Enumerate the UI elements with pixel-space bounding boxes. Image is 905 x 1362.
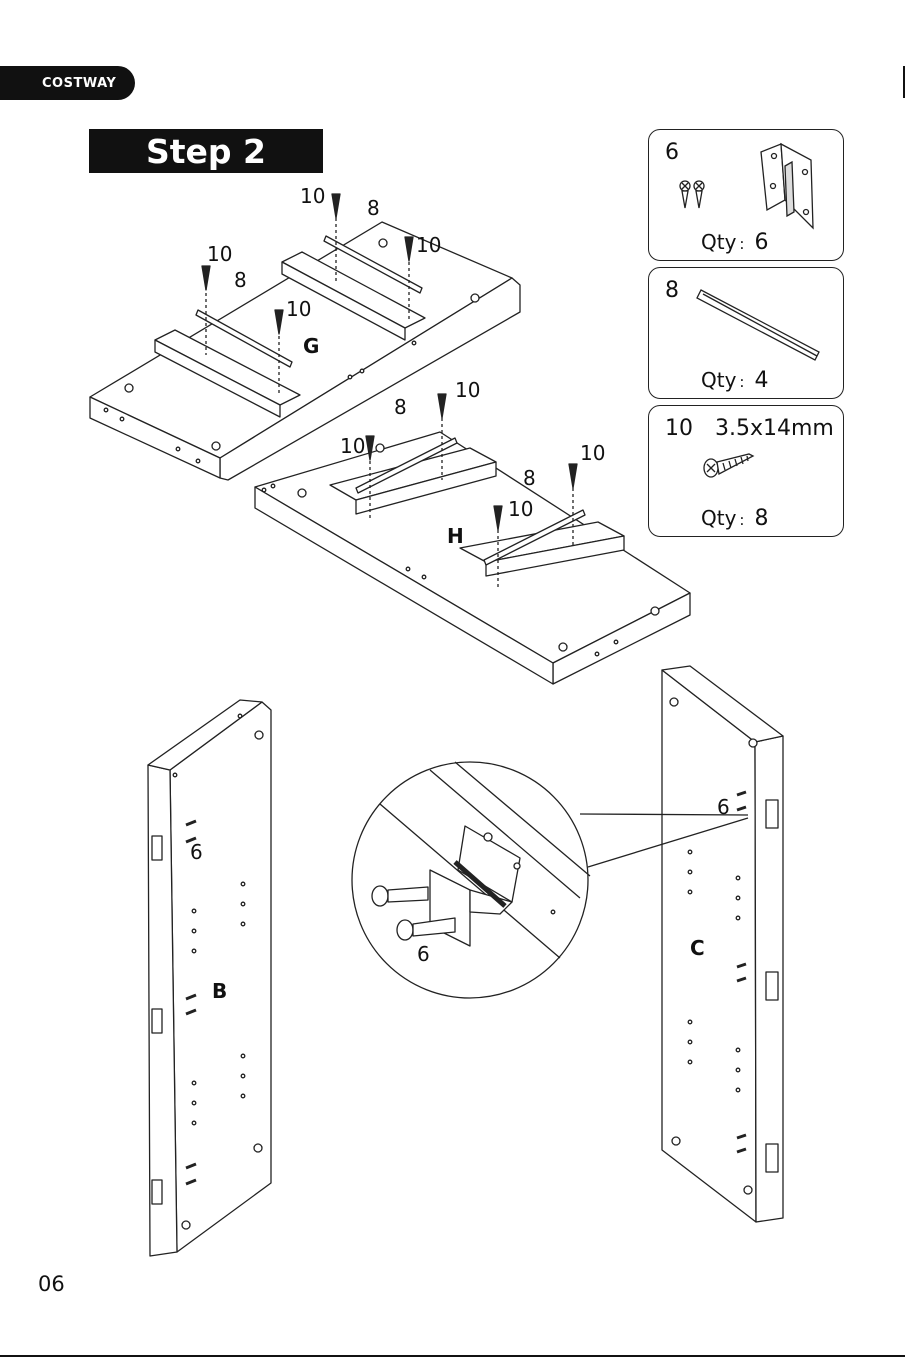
- callout-screw-g2: 10: [416, 233, 441, 257]
- callout-rail-g2: 8: [234, 268, 247, 292]
- panel-label-h: H: [447, 524, 464, 548]
- callout-screw-g3: 10: [207, 242, 232, 266]
- page-number: 06: [38, 1272, 65, 1296]
- callout-screw-h1: 10: [455, 378, 480, 402]
- callout-screw-g4: 10: [286, 297, 311, 321]
- panel-label-b: B: [212, 979, 227, 1003]
- callout-hinge-detail: 6: [417, 942, 430, 966]
- panel-h: [255, 432, 690, 684]
- panel-c: [662, 666, 783, 1222]
- callout-screw-g1: 10: [300, 184, 325, 208]
- bottom-rule: [0, 1355, 905, 1357]
- callout-screw-h2: 10: [340, 434, 365, 458]
- callout-hinge-b: 6: [190, 840, 203, 864]
- callout-screw-h3: 10: [580, 441, 605, 465]
- callout-rail-h2: 8: [523, 466, 536, 490]
- callout-rail-g1: 8: [367, 196, 380, 220]
- callout-rail-h1: 8: [394, 395, 407, 419]
- panel-label-g: G: [303, 334, 319, 358]
- panel-b: [148, 700, 271, 1256]
- callout-screw-h4: 10: [508, 497, 533, 521]
- callout-hinge-c: 6: [717, 795, 730, 819]
- panel-label-c: C: [690, 936, 705, 960]
